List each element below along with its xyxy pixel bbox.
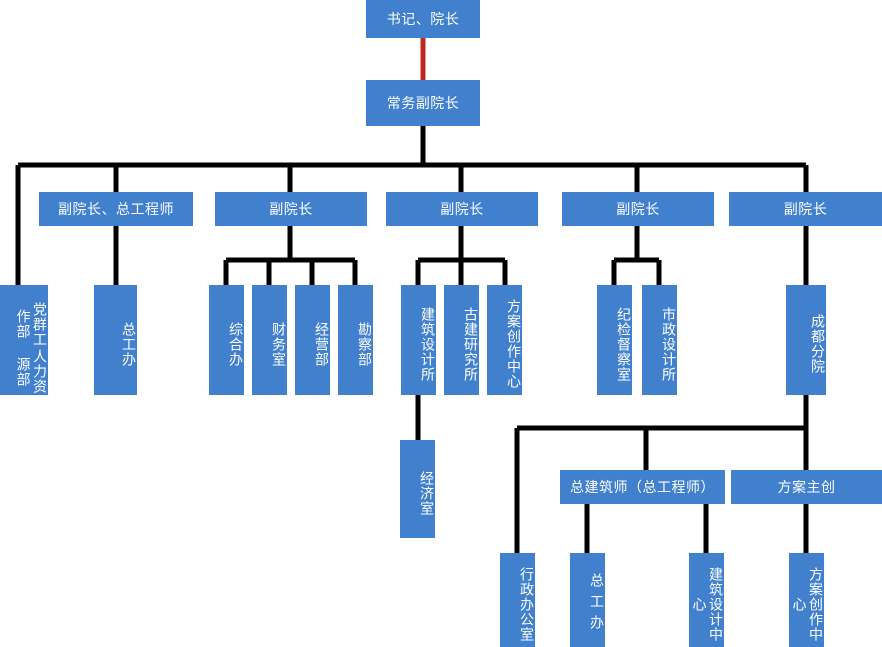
node-executive-vice-president[interactable]: 常务副院长	[366, 80, 480, 126]
node-label: 副院长、总工程师	[58, 200, 174, 217]
node-label: 方案创作中心	[506, 299, 522, 389]
node-economics-office[interactable]: 经济室	[400, 440, 435, 538]
node-label: 勘察部	[357, 321, 373, 367]
node-administrative-office[interactable]: 行政办公室	[500, 553, 535, 647]
node-vp-5[interactable]: 副院长	[729, 192, 882, 226]
node-label: 古建研究所	[463, 306, 479, 382]
node-label: 建筑设计所	[420, 306, 436, 382]
node-scheme-creation-center[interactable]: 方案创作中心	[487, 285, 522, 395]
node-branch-chief-engineer-office[interactable]: 总工办	[570, 553, 605, 647]
node-label: 综合办	[228, 321, 244, 367]
node-label: 方案主创	[777, 478, 836, 495]
node-label: 副院长	[269, 200, 313, 217]
node-label: 行政办公室	[519, 566, 535, 642]
node-label: 建筑设计中心	[691, 566, 724, 642]
node-vp-2[interactable]: 副院长	[215, 192, 367, 226]
node-label-party-work-dept: 党群工作部	[15, 301, 48, 347]
node-vp-3[interactable]: 副院长	[386, 192, 538, 226]
node-label: 成都分院	[810, 314, 826, 374]
node-label-hr-dept: 人力资源部	[15, 349, 48, 395]
node-label: 经济室	[419, 470, 435, 516]
node-label: 书记、院长	[386, 10, 460, 27]
node-label: 副院长	[616, 200, 660, 217]
node-municipal-design-institute[interactable]: 市政设计所	[642, 285, 677, 395]
node-vp-4[interactable]: 副院长	[562, 192, 714, 226]
node-operations-dept[interactable]: 经营部	[295, 285, 330, 395]
node-label: 副院长	[440, 200, 484, 217]
node-label: 方案创作中心	[791, 566, 824, 642]
node-label-stack: 人力资源部 党群工作部	[15, 293, 48, 395]
node-secretary-president[interactable]: 书记、院长	[366, 0, 480, 38]
node-finance-office[interactable]: 财务室	[252, 285, 287, 395]
node-general-office[interactable]: 综合办	[209, 285, 244, 395]
node-label: 总建筑师（总工程师）	[570, 478, 715, 495]
node-label: 常务副院长	[386, 94, 460, 111]
node-vp-chief-engineer[interactable]: 副院长、总工程师	[39, 192, 193, 226]
node-chief-engineer-office[interactable]: 总工办	[94, 285, 137, 395]
node-label: 纪检督察室	[616, 306, 632, 382]
node-ancient-architecture-institute[interactable]: 古建研究所	[444, 285, 479, 395]
node-hr-and-party-group[interactable]: 人力资源部 党群工作部	[0, 285, 48, 395]
node-branch-architecture-design-center[interactable]: 建筑设计中心	[689, 553, 724, 647]
node-scheme-lead[interactable]: 方案主创	[731, 470, 882, 504]
node-label: 经营部	[314, 321, 330, 367]
node-branch-scheme-creation-center[interactable]: 方案创作中心	[789, 553, 824, 647]
node-chief-architect[interactable]: 总建筑师（总工程师）	[560, 470, 725, 504]
node-label: 总工办	[121, 321, 137, 367]
node-label: 总工办	[589, 572, 605, 636]
node-chengdu-branch[interactable]: 成都分院	[786, 285, 826, 395]
node-label: 财务室	[271, 321, 287, 367]
node-label: 副院长	[783, 200, 828, 217]
node-survey-dept[interactable]: 勘察部	[338, 285, 373, 395]
node-label: 市政设计所	[661, 306, 677, 382]
node-discipline-inspection-office[interactable]: 纪检督察室	[597, 285, 632, 395]
node-architecture-design-institute[interactable]: 建筑设计所	[401, 285, 436, 395]
